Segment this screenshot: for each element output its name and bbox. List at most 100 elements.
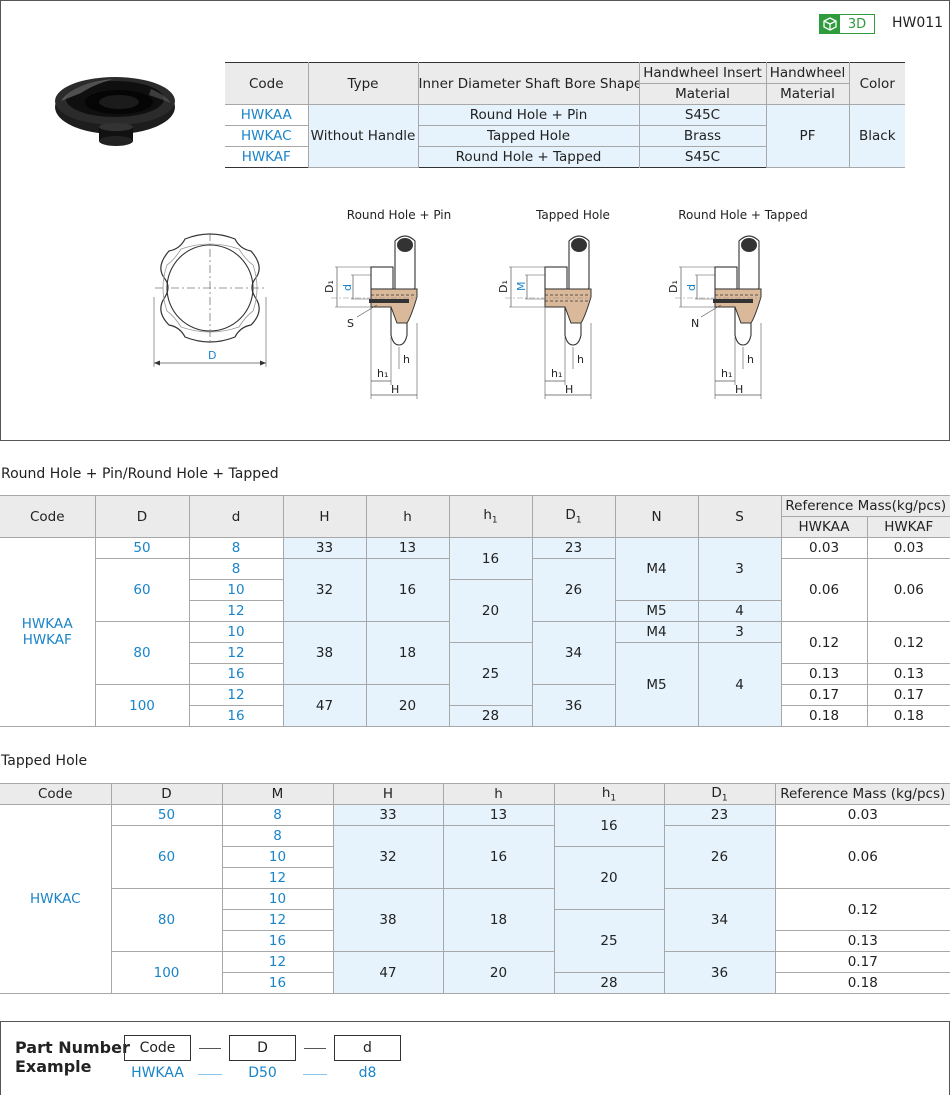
svg-text:D₁: D₁ [497,280,510,293]
pn-separator [304,1048,326,1049]
t1-header-D: D [94,495,190,538]
t1-mass-f-cell: 0.17 [866,684,950,706]
t1-d-cell[interactable]: 10 [189,579,284,601]
t2-mass-cell: 0.06 [774,825,950,889]
t1-h1-cell: 25 [448,642,533,706]
t1-S-cell: 3 [697,621,782,643]
dim-label-d: d [341,284,354,291]
dim-label-M: M [515,282,528,292]
spec-header-insert: Handwheel Insert [638,62,767,84]
t2-M-cell[interactable]: 10 [222,846,334,868]
t1-header-mass: Reference Mass(kg/pcs) [780,495,950,517]
t2-header-M: M [221,783,334,805]
t2-D1-cell: 26 [663,825,776,889]
t1-header-D1: D1 [531,495,616,538]
t1-h-cell: 16 [365,558,450,622]
t2-M-cell[interactable]: 10 [221,888,334,910]
t2-mass-cell: 0.17 [774,951,950,973]
t2-M-cell[interactable]: 16 [222,930,334,952]
svg-text:h: h [403,353,410,366]
t2-M-cell[interactable]: 12 [222,909,334,931]
t1-D-cell[interactable]: 60 [95,558,190,622]
t1-mass-a-cell: 0.12 [780,621,868,664]
t1-mass-a-cell: 0.17 [780,684,868,706]
spec-wheel-material-value: PF [765,104,850,168]
t1-D-cell[interactable]: 50 [94,537,190,559]
t1-header-h1: h1 [448,495,533,538]
t2-D-cell[interactable]: 60 [111,825,223,889]
pn-value-separator [198,1074,222,1075]
section-title-tapped-hole: Tapped Hole [1,753,88,769]
t1-mass-f-cell: 0.13 [866,663,950,685]
t2-M-cell[interactable]: 8 [221,825,334,847]
t2-M-cell[interactable]: 16 [222,972,334,994]
front-view-drawing: D [153,233,267,367]
t2-H-cell: 38 [332,888,444,952]
t1-header-S: S [697,495,782,538]
t2-M-cell[interactable]: 8 [221,804,334,826]
svg-text:D₁: D₁ [323,280,336,293]
t2-H-cell: 32 [332,825,444,889]
t2-D-cell[interactable]: 100 [111,951,223,994]
t1-d-cell[interactable]: 8 [188,558,284,580]
t1-header-H: H [282,495,367,538]
t1-header-N: N [614,495,699,538]
series-code: HW011 [892,15,944,31]
t2-mass-cell: 0.13 [774,930,950,952]
t2-M-cell[interactable]: 12 [222,867,333,889]
t2-h1-cell: 28 [553,972,665,994]
t1-d-cell[interactable]: 10 [188,621,284,643]
t1-header-code: Code [0,495,96,538]
spec-bore-value: Round Hole + Tapped [417,146,640,168]
t1-H-cell: 38 [282,621,367,685]
spec-code-link[interactable]: HWKAA [225,104,309,126]
t2-D1-cell: 23 [663,804,776,826]
t1-D1-cell: 34 [531,621,616,685]
dim-label-H: H [391,383,399,396]
t1-d-cell[interactable]: 12 [189,642,284,664]
svg-text:D₁: D₁ [667,280,680,293]
3d-model-button[interactable]: 3D [819,14,875,34]
t1-D-cell[interactable]: 80 [95,621,190,685]
t2-D1-cell: 36 [663,951,776,994]
t1-S-cell: 4 [697,642,781,727]
spec-code-link[interactable]: HWKAF [225,146,309,168]
t1-H-cell: 32 [282,558,367,622]
t1-H-cell: 47 [282,684,367,727]
t1-d-cell[interactable]: 16 [189,663,284,685]
pn-value-D: D50 [248,1065,277,1081]
t1-header-h: h [365,495,450,538]
t1-d-cell[interactable]: 12 [188,684,284,706]
svg-text:h: h [577,353,584,366]
t1-N-cell: M5 [614,600,699,622]
t2-h-cell: 20 [442,951,555,994]
t2-D-cell[interactable]: 50 [110,804,223,826]
t1-N-cell: M4 [614,621,699,643]
t2-h1-cell: 20 [553,846,664,910]
t2-code-cell[interactable]: HWKAC [0,804,112,994]
spec-code-link[interactable]: HWKAC [225,125,309,147]
section-drawing-round-tapped: D₁ d N h h₁ H [667,235,762,399]
t2-h-cell: 13 [442,804,555,826]
t1-d-cell[interactable]: 12 [189,600,284,622]
t2-M-cell[interactable]: 12 [221,951,334,973]
t1-D-cell[interactable]: 100 [95,684,190,727]
t2-h-cell: 18 [442,888,555,952]
spec-header-bore: Inner Diameter Shaft Bore Shape [417,62,640,105]
spec-header-type: Type [307,62,419,105]
t2-header-h1: h1 [553,783,665,805]
section-drawing-round-pin: D₁ d S h h₁ H [323,235,418,399]
t2-D-cell[interactable]: 80 [111,888,223,952]
spec-color-value: Black [848,104,905,168]
t1-d-cell[interactable]: 16 [189,705,284,727]
t1-d-cell[interactable]: 8 [188,537,284,559]
spec-header-color: Color [848,62,905,105]
t2-h-cell: 16 [442,825,555,889]
t1-D1-cell: 36 [531,684,616,727]
spec-header-code: Code [225,62,309,105]
t1-h1-cell: 28 [448,705,533,727]
t1-h-cell: 13 [365,537,450,559]
t2-header-code: Code [0,783,112,805]
spec-insert-value: S45C [638,146,766,168]
